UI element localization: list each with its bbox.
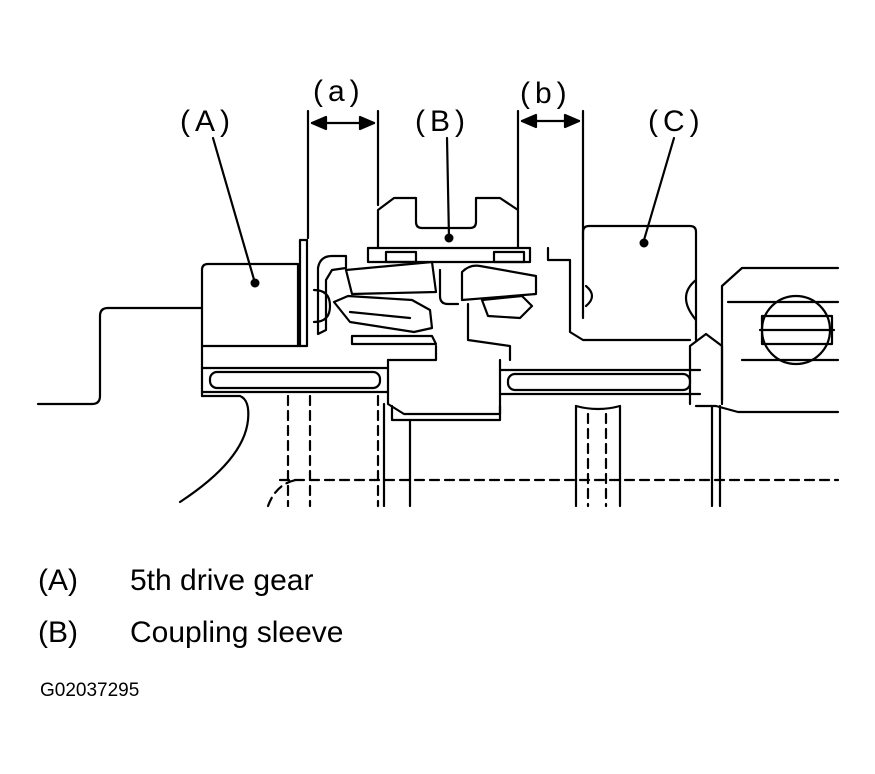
callout-a: (a) — [313, 75, 365, 108]
fifth-drive-gear — [200, 238, 309, 398]
right-housing — [688, 266, 840, 414]
leader-b — [445, 136, 451, 240]
leader-c — [642, 136, 676, 242]
synchronizer-left — [312, 254, 438, 346]
legend-text: 5th drive gear — [130, 564, 314, 597]
legend-text: Coupling sleeve — [130, 616, 344, 649]
shaft-lower — [382, 402, 722, 508]
coupling-sleeve — [366, 196, 532, 264]
callout-B: (B) — [415, 105, 470, 138]
synchronizer-hub — [386, 264, 538, 422]
leader-a — [211, 136, 257, 285]
dimension-a — [306, 109, 380, 240]
figure-id: G02037295 — [40, 680, 140, 701]
needle-bearing-right — [498, 368, 702, 396]
legend-key: (B) — [38, 616, 78, 649]
gear-c — [546, 224, 698, 342]
legend-key: (A) — [38, 564, 78, 597]
dimension-b — [516, 109, 585, 320]
legend-row-b: (B) Coupling sleeve — [38, 616, 343, 650]
legend-row-a: (A) 5th drive gear — [38, 564, 313, 598]
callout-b: (b) — [520, 77, 572, 110]
hidden-lines — [266, 394, 840, 508]
callout-C: (C) — [648, 105, 705, 138]
left-shaft — [36, 306, 250, 504]
callout-A: (A) — [180, 105, 235, 138]
needle-bearing-left — [200, 366, 390, 394]
